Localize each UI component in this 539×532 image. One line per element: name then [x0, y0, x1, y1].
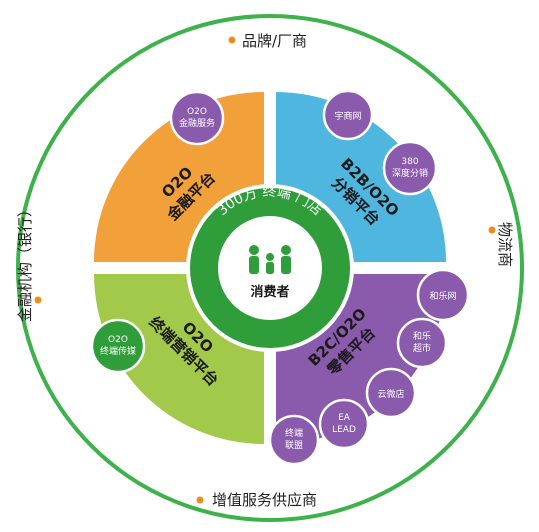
outer-label-top: 品牌/厂商 — [242, 32, 307, 50]
svg-text:O2O: O2O — [108, 335, 128, 345]
svg-text:宇商网: 宇商网 — [334, 110, 361, 122]
bubble-weidian: 云微店 — [365, 367, 417, 419]
svg-text:380: 380 — [401, 157, 418, 167]
outer-ring — [16, 14, 524, 522]
svg-text:联盟: 联盟 — [285, 440, 303, 451]
family-icon — [249, 245, 291, 274]
svg-text:EA: EA — [338, 413, 351, 423]
outer-dot-right — [488, 226, 496, 234]
outer-dot-bottom — [196, 496, 204, 504]
bubble-deep-dist: 380 深度分销 — [382, 140, 438, 196]
bubble-hele-market: 和乐 超市 — [396, 317, 448, 369]
outer-label-left: 金融机构（银行） — [16, 202, 34, 322]
svg-text:超市: 超市 — [413, 342, 431, 354]
svg-text:深度分销: 深度分销 — [392, 167, 428, 179]
outer-label-bottom: 增值服务供应商 — [212, 491, 317, 509]
svg-text:金融服务: 金融服务 — [179, 117, 215, 129]
svg-text:云微店: 云微店 — [377, 388, 404, 400]
svg-text:LEAD: LEAD — [332, 425, 356, 435]
bubble-ea-lead: EA LEAD — [318, 398, 370, 450]
bubble-hele-net: 和乐网 — [416, 268, 470, 322]
outer-label-right: 物流商 — [496, 222, 514, 267]
bubble-o2o-media: O2O 终端传媒 — [90, 318, 146, 374]
outer-dot-top — [228, 36, 236, 44]
outer-dot-left — [34, 296, 42, 304]
svg-text:和乐网: 和乐网 — [429, 290, 456, 302]
svg-text:终端传媒: 终端传媒 — [100, 345, 136, 357]
svg-text:O2O: O2O — [187, 107, 207, 117]
bubble-yushang: 宇商网 — [322, 89, 374, 141]
svg-text:和乐: 和乐 — [413, 330, 431, 342]
svg-text:终端: 终端 — [285, 427, 303, 439]
bubble-o2o-finance-service: O2O 金融服务 — [169, 90, 225, 146]
bubble-alliance: 终端 联盟 — [268, 414, 320, 466]
center-label: 消费者 — [250, 284, 289, 300]
